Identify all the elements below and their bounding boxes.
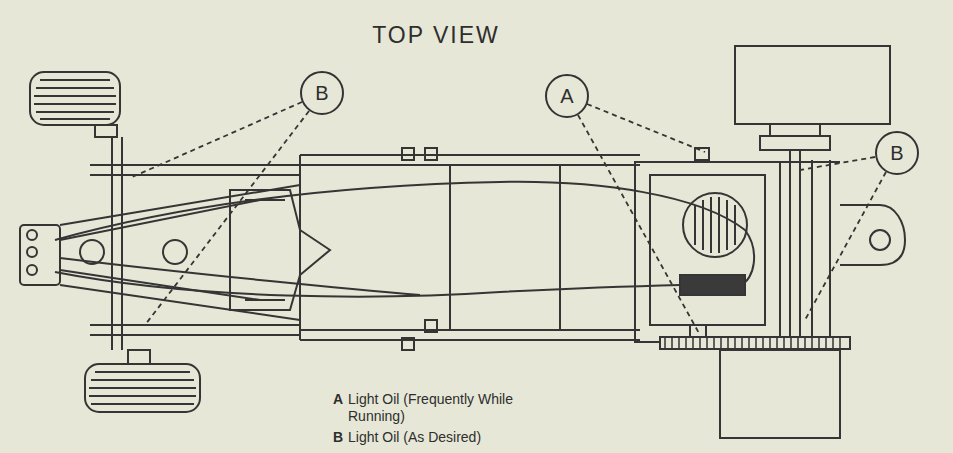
legend-text: Light Oil (Frequently While Running)	[348, 391, 563, 425]
callout-letter: B	[315, 82, 328, 105]
diagram-title: TOP VIEW	[372, 22, 500, 49]
callout-circle: B	[875, 131, 919, 175]
legend-key: A	[333, 391, 343, 408]
callout-circle: B	[300, 71, 344, 115]
legend-key: B	[333, 429, 343, 446]
callout-letter: B	[890, 142, 903, 165]
callout-letter: A	[560, 85, 573, 108]
callout-circle: A	[545, 74, 589, 118]
legend-text: Light Oil (As Desired)	[348, 429, 588, 446]
